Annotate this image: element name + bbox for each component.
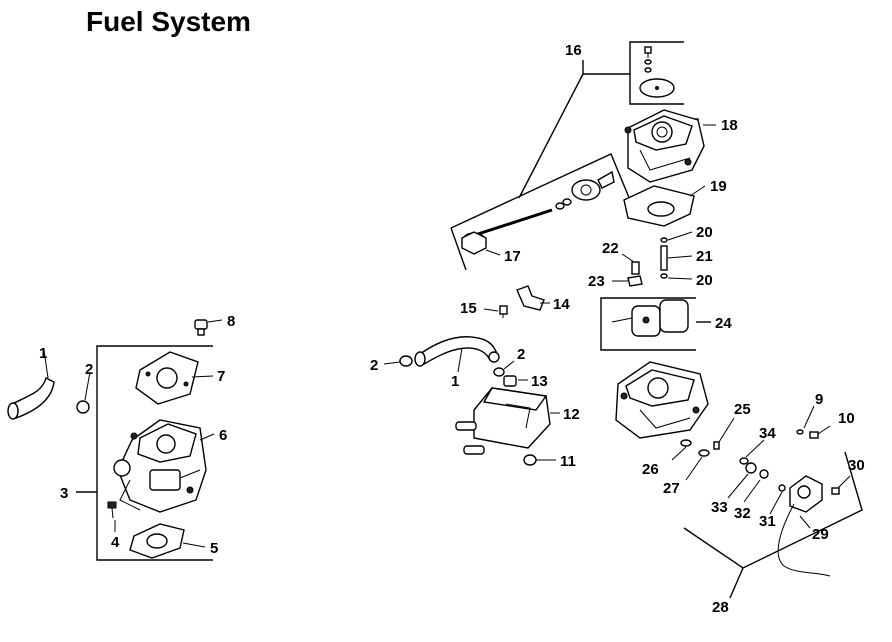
callout-28: 28 xyxy=(712,599,729,616)
hose-clamp-right-b xyxy=(493,360,515,377)
callout-23: 23 xyxy=(588,273,605,290)
callout-33: 33 xyxy=(711,499,728,516)
callout-25: 25 xyxy=(734,401,751,418)
callout-26: 26 xyxy=(642,461,659,478)
o-ring-31 xyxy=(769,484,786,515)
hose-clamp-left xyxy=(76,371,91,414)
callout-2-right-a: 2 xyxy=(370,357,378,374)
needle-valve-22-23 xyxy=(612,253,643,287)
callout-3: 3 xyxy=(60,485,68,502)
callout-2-left: 2 xyxy=(85,361,93,378)
fitting-26 xyxy=(671,439,692,461)
callout-labels: 1 2 3 4 5 6 7 8 16 18 19 17 20 21 20 22 … xyxy=(39,42,865,616)
fitting-27 xyxy=(685,449,710,481)
gasket-5 xyxy=(129,523,206,559)
fuel-pump-12 xyxy=(455,387,560,455)
fuel-hose-right xyxy=(414,336,500,373)
callout-8: 8 xyxy=(227,313,235,330)
bracket-28 xyxy=(683,451,863,599)
callout-22: 22 xyxy=(602,240,619,257)
o-ring-34 xyxy=(739,439,765,465)
callout-1-right: 1 xyxy=(451,373,459,390)
carburetor-left xyxy=(113,419,215,513)
o-ring-32 xyxy=(743,469,769,503)
callout-13: 13 xyxy=(531,373,548,390)
screw-4 xyxy=(107,501,117,532)
fitting-11 xyxy=(523,454,556,466)
callout-14: 14 xyxy=(553,296,570,313)
callout-5: 5 xyxy=(210,540,218,557)
callout-12: 12 xyxy=(563,406,580,423)
mounting-screw-8 xyxy=(194,319,223,336)
callout-6: 6 xyxy=(219,427,227,444)
page-title: Fuel System xyxy=(86,6,251,37)
callout-30: 30 xyxy=(848,457,865,474)
callout-21: 21 xyxy=(696,248,713,265)
bracket-3 xyxy=(76,345,213,561)
callout-16: 16 xyxy=(565,42,582,59)
callout-32: 32 xyxy=(734,505,751,522)
carburetor-lower-body xyxy=(615,361,709,439)
gasket-7 xyxy=(135,351,214,405)
screw-25 xyxy=(713,417,735,450)
callout-31: 31 xyxy=(759,513,776,530)
callout-4: 4 xyxy=(111,534,120,551)
carburetor-upper-body xyxy=(624,109,705,183)
callout-18: 18 xyxy=(721,117,738,134)
callout-27: 27 xyxy=(663,480,680,497)
callout-34: 34 xyxy=(759,425,776,442)
callout-7: 7 xyxy=(217,368,225,385)
callout-17: 17 xyxy=(504,248,521,265)
inset-parts-16 xyxy=(639,46,675,98)
bracket-16 xyxy=(450,41,684,271)
callout-1-left: 1 xyxy=(39,345,47,362)
washer-9 xyxy=(796,405,815,435)
screw-30 xyxy=(831,475,851,495)
callout-20-top: 20 xyxy=(696,224,713,241)
fuel-solenoid-29 xyxy=(777,475,831,577)
callout-10: 10 xyxy=(838,410,855,427)
screw-15 xyxy=(483,305,508,318)
callout-2-right-b: 2 xyxy=(517,346,525,363)
fuel-hose-left xyxy=(7,349,55,420)
bushing-33 xyxy=(727,462,757,499)
callout-20-bottom: 20 xyxy=(696,272,713,289)
callout-9: 9 xyxy=(815,391,823,408)
callout-11: 11 xyxy=(560,453,576,470)
callout-24: 24 xyxy=(715,315,732,332)
fitting-13 xyxy=(503,375,528,387)
callout-29: 29 xyxy=(812,526,829,543)
callout-19: 19 xyxy=(710,178,727,195)
needle-parts-20-21 xyxy=(660,231,693,280)
float-assembly-24 xyxy=(600,297,711,351)
bracket-14 xyxy=(516,285,550,311)
hose-clamp-right-a xyxy=(383,355,413,367)
callout-15: 15 xyxy=(460,300,477,317)
throttle-shaft-17 xyxy=(461,170,615,256)
screw-10 xyxy=(809,425,831,439)
gasket-19 xyxy=(623,185,706,227)
